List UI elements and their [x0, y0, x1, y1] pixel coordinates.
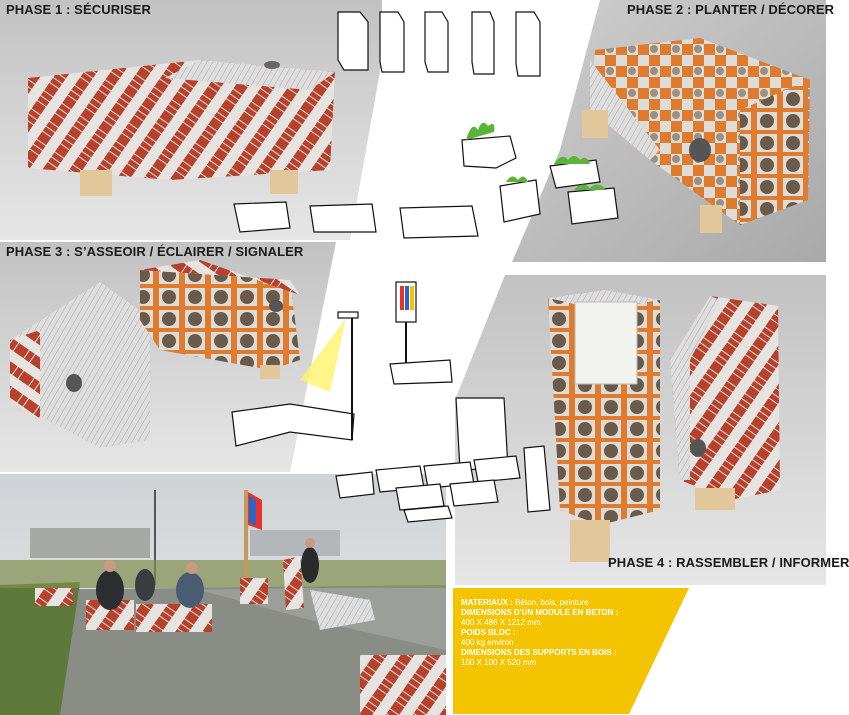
materiaux-value: Béton, bois, peinture: [515, 598, 589, 607]
dimensions-module-value: 400 X 486 X 1212 mm: [461, 618, 541, 627]
dimensions-supports-value: 100 X 100 X 520 mm: [461, 658, 537, 667]
dimensions-supports-label: DIMENSIONS DES SUPPORTS EN BOIS :: [461, 648, 617, 657]
specifications-text: MATERIAUX : Béton, bois, peinture DIMENS…: [461, 598, 683, 668]
specifications-box: MATERIAUX : Béton, bois, peinture DIMENS…: [453, 588, 689, 714]
dimensions-module-label: DIMENSIONS D'UN MODULE EN BETON :: [461, 608, 619, 617]
render-backdrops: [0, 0, 826, 715]
phase-4-label: PHASE 4 : RASSEMBLER / INFORMER: [608, 555, 849, 570]
poids-label: POIDS BLOC :: [461, 628, 516, 637]
phase-3-label: PHASE 3 : S’ASSEOIR / ÉCLAIRER / SIGNALE…: [6, 244, 304, 259]
phase-2-label: PHASE 2 : PLANTER / DÉCORER: [627, 2, 835, 17]
materiaux-label: MATERIAUX :: [461, 598, 513, 607]
poids-value: 400 kg environ: [461, 638, 514, 647]
specifications-box-shape: [453, 588, 689, 714]
phase-1-label: PHASE 1 : SÉCURISER: [6, 2, 151, 17]
